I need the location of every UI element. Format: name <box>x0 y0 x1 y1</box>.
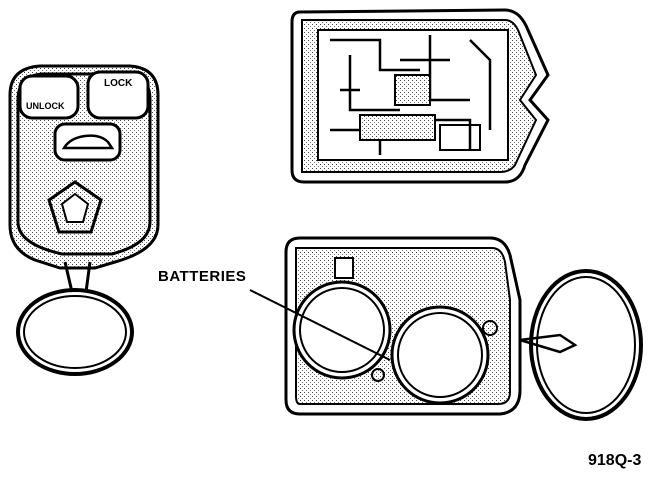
circuit-board-view <box>290 8 550 184</box>
key-ring-left <box>16 288 134 376</box>
key-ring-right <box>529 269 643 421</box>
open-case-view <box>284 236 643 421</box>
lock-button-label: LOCK <box>104 78 133 89</box>
car-icon <box>61 134 115 150</box>
callout-leader-lines <box>249 289 391 361</box>
unlock-button <box>18 74 80 120</box>
battery-2 <box>390 305 490 405</box>
battery-1 <box>292 280 392 380</box>
figure-id: 918Q-3 <box>588 452 642 469</box>
trunk-button <box>53 122 122 162</box>
unlock-button-label: UNLOCK <box>26 101 65 111</box>
lock-button <box>86 70 150 120</box>
batteries-callout-label: BATTERIES <box>158 268 247 285</box>
remote-front-view <box>8 64 160 376</box>
